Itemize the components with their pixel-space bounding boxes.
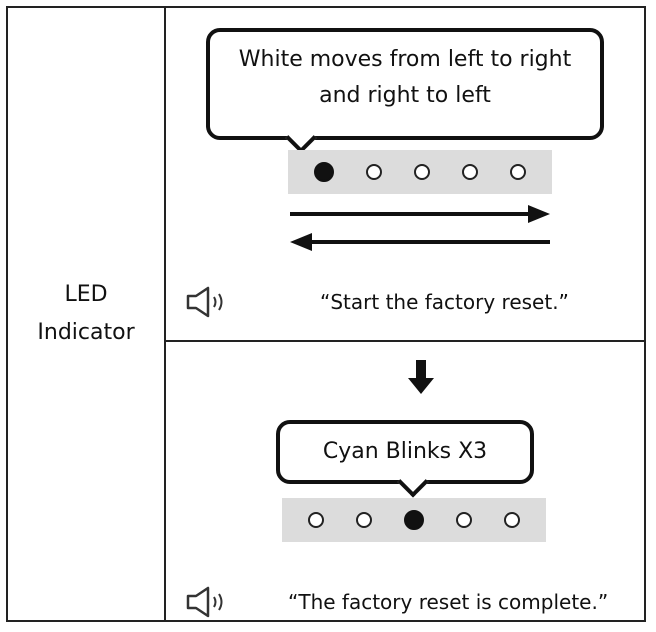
step2-bubble-text: Cyan Blinks X3 xyxy=(322,439,488,464)
led-3 xyxy=(404,510,424,530)
led-4 xyxy=(456,512,472,528)
speaker-icon xyxy=(186,586,223,618)
step2-voice-prompt: “The factory reset is complete.” xyxy=(288,590,609,614)
led-2 xyxy=(366,164,382,180)
led-2 xyxy=(356,512,372,528)
led-5 xyxy=(510,164,526,180)
step1-bubble-line1: White moves from left to right xyxy=(238,47,572,72)
step2-speech-bubble: Cyan Blinks X3 xyxy=(276,420,534,498)
step1-voice-prompt: “Start the factory reset.” xyxy=(320,290,569,314)
step1-led-strip xyxy=(288,150,552,194)
arrow-down-icon xyxy=(408,360,434,394)
speaker-icon xyxy=(186,286,223,318)
row-label: LED Indicator xyxy=(37,276,134,352)
row-label-line2: Indicator xyxy=(37,320,135,345)
led-reset-table: LED Indicator White moves from left to r… xyxy=(6,6,646,622)
step1-speech-bubble: White moves from left to right and right… xyxy=(206,28,604,154)
step1-cell: White moves from left to right and right… xyxy=(166,8,644,342)
row-label-line1: LED xyxy=(64,282,108,307)
row-header-cell: LED Indicator xyxy=(8,8,166,620)
led-3 xyxy=(414,164,430,180)
step1-bubble-line2: and right to left xyxy=(319,83,491,108)
led-4 xyxy=(462,164,478,180)
bubble-tail xyxy=(285,122,317,154)
led-1 xyxy=(314,162,334,182)
led-1 xyxy=(308,512,324,528)
step2-led-strip xyxy=(282,498,546,542)
step2-cell: Cyan Blinks X3 “The factory reset is com… xyxy=(166,342,644,620)
arrow-left-icon xyxy=(290,233,550,251)
bubble-tail xyxy=(397,466,429,498)
arrow-right-icon xyxy=(290,205,550,223)
led-5 xyxy=(504,512,520,528)
